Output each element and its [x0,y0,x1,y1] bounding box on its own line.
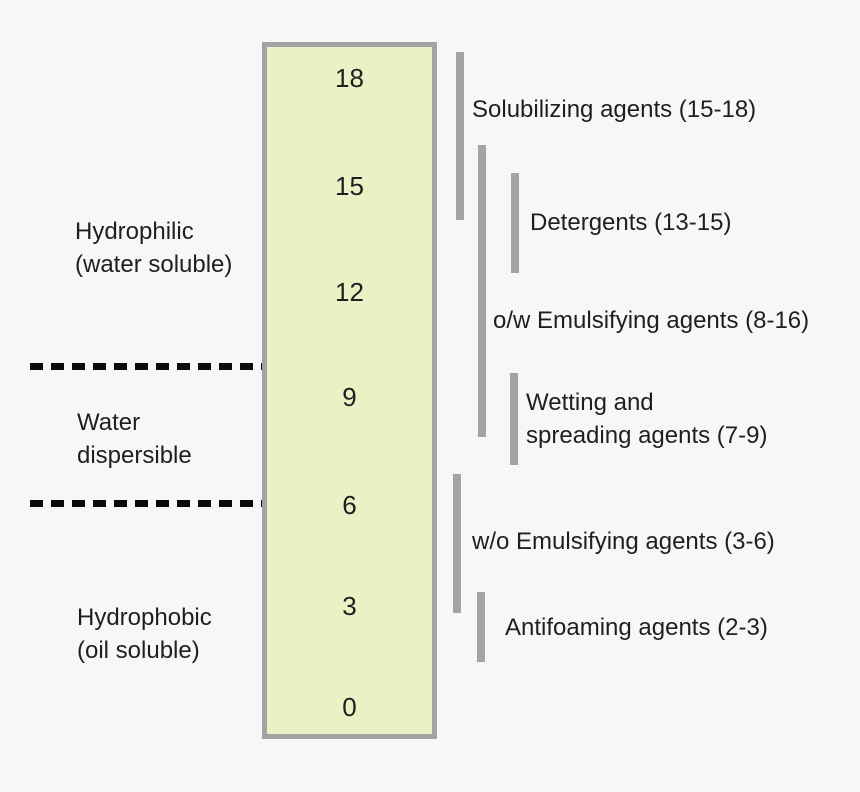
agent-label-antifoaming: Antifoaming agents (2-3) [505,614,768,641]
range-bar-detergents [511,173,519,273]
region-label-hydrophilic: Hydrophilic (water soluble) [75,215,232,281]
agent-label-solubilizing: Solubilizing agents (15-18) [472,96,757,123]
agent-label-wo-emulsifying: w/o Emulsifying agents (3-6) [472,528,775,555]
agent-label-ow-emulsifying: o/w Emulsifying agents (8-16) [493,307,810,334]
region-label-line: Water [77,409,141,436]
agent-label-wetting-spreading: Wetting and spreading agents (7-9) [526,386,767,452]
region-label-water-dispersible: Water dispersible [77,406,192,472]
hlb-scale-column: 18 15 12 9 6 3 0 [262,42,437,739]
range-bar-antifoaming [477,592,485,662]
region-label-line: Hydrophobic [77,604,212,631]
scale-tick-3: 3 [342,591,357,621]
scale-tick-12: 12 [335,277,364,307]
region-label-line: Hydrophilic [75,218,194,245]
scale-tick-0: 0 [342,692,357,722]
dashed-separator-lower [30,500,262,507]
region-label-hydrophobic: Hydrophobic (oil soluble) [77,601,212,667]
range-bar-solubilizing [456,52,464,220]
range-bar-ow-emulsifying [478,145,486,437]
region-label-line: dispersible [77,442,192,469]
dashed-separator-upper [30,363,262,370]
agent-label-line: Wetting and [526,389,654,416]
agent-label-detergents: Detergents (13-15) [530,209,732,236]
region-label-line: (oil soluble) [77,637,200,664]
scale-tick-18: 18 [335,63,364,93]
range-bar-wo-emulsifying [453,474,461,613]
scale-tick-6: 6 [342,490,357,520]
scale-tick-9: 9 [342,382,357,412]
scale-tick-15: 15 [335,171,364,201]
region-label-line: (water soluble) [75,251,233,278]
agent-label-line: spreading agents (7-9) [526,422,768,449]
range-bar-wetting-spreading [510,373,518,465]
